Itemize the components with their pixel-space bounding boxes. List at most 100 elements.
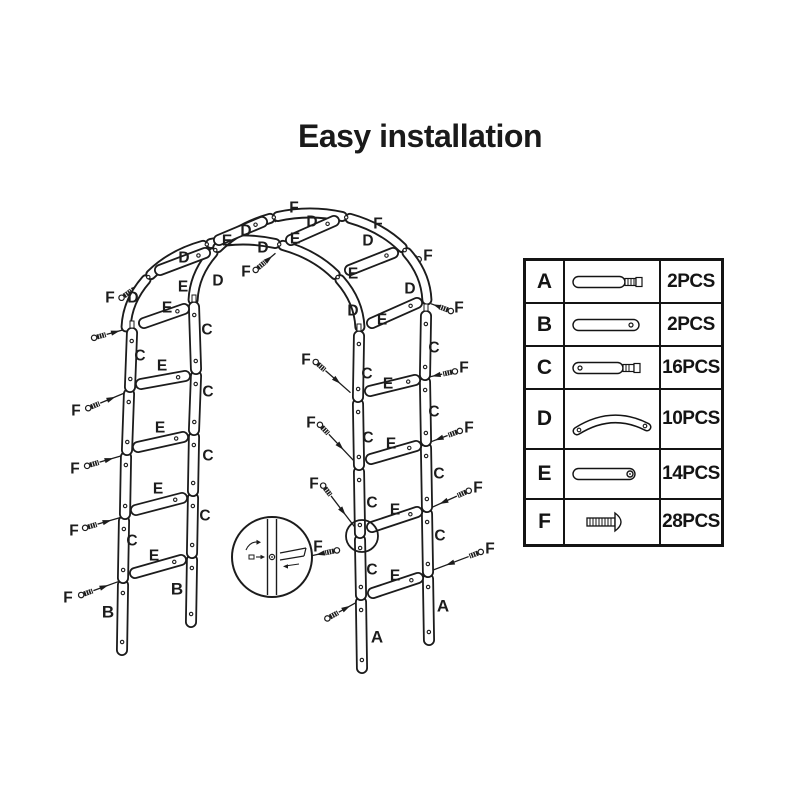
screw-icon	[98, 334, 101, 339]
screw-icon	[325, 550, 328, 555]
detail-hole	[271, 556, 273, 558]
connector-nub	[423, 303, 429, 312]
straight-tube	[189, 302, 201, 374]
part-qty-E: 14PCS	[660, 449, 722, 499]
straight-tube	[356, 597, 367, 673]
insert-direction-arrow	[110, 330, 120, 336]
insert-direction-arrow	[431, 371, 442, 378]
screw-icon	[85, 590, 88, 596]
part-label-F: F	[306, 415, 315, 432]
joint-hole	[190, 503, 196, 509]
part-label-E: E	[377, 312, 387, 329]
part-label-E: E	[390, 568, 400, 585]
screw-icon	[94, 402, 97, 408]
screw-icon	[453, 430, 456, 436]
part-letter-D: D	[525, 389, 564, 449]
curved-tube-D	[336, 276, 364, 331]
screw-icon	[96, 401, 100, 407]
joint-hole	[358, 584, 364, 590]
screw-icon	[325, 430, 330, 435]
insert-direction-arrow	[445, 559, 456, 566]
part-label-C: C	[202, 448, 213, 465]
joint-hole	[423, 430, 429, 436]
screw-icon	[451, 431, 454, 436]
part-label-D: D	[178, 250, 189, 267]
screw-icon	[474, 551, 477, 557]
part-label-E: E	[157, 358, 167, 375]
joint-hole	[355, 409, 361, 415]
screw-icon	[321, 367, 326, 371]
part-label-C: C	[202, 384, 213, 401]
part-label-C: C	[361, 366, 372, 383]
screw-icon	[126, 291, 130, 296]
part-label-C: C	[433, 466, 444, 483]
joint-hole	[121, 526, 127, 532]
joint-hole	[424, 496, 430, 502]
joint-hole	[175, 309, 180, 314]
part-label-E: E	[290, 231, 300, 248]
screw-icon	[460, 491, 463, 497]
tube-hole-icon	[564, 303, 660, 346]
tube-curved-icon	[564, 389, 660, 449]
screw-icon	[94, 522, 97, 528]
joint-hole	[119, 639, 125, 645]
screw-icon	[326, 490, 331, 494]
joint-hole	[325, 221, 330, 227]
screw-icon	[318, 363, 322, 368]
connector-nub	[356, 323, 362, 332]
part-label-D: D	[240, 223, 251, 240]
joint-hole	[426, 629, 432, 635]
part-label-C: C	[366, 562, 377, 579]
part-label-B: B	[171, 580, 183, 599]
part-letter-E: E	[525, 449, 564, 499]
insert-direction-arrow	[439, 497, 449, 504]
joint-hole	[125, 439, 130, 445]
part-label-F: F	[301, 352, 310, 369]
joint-hole	[193, 358, 198, 364]
part-label-C: C	[366, 495, 377, 512]
part-label-F: F	[70, 461, 79, 478]
joint-hole	[120, 590, 126, 596]
part-label-E: E	[390, 502, 400, 519]
joint-hole	[408, 303, 413, 309]
tube-hole-threaded-icon	[564, 346, 660, 389]
screw-icon	[316, 421, 324, 429]
screw-icon	[91, 523, 94, 528]
screw-icon	[444, 306, 447, 312]
insert-direction-arrow	[338, 506, 346, 516]
tube-threaded-icon	[564, 260, 660, 303]
part-label-E: E	[155, 420, 165, 437]
joint-hole	[384, 253, 389, 258]
part-label-E: E	[153, 481, 163, 498]
part-label-F: F	[473, 480, 482, 497]
part-label-E: E	[149, 548, 159, 565]
curved-tube-D	[346, 214, 406, 252]
part-label-E: E	[348, 266, 358, 283]
joint-hole	[408, 511, 413, 517]
insert-direction-arrow	[104, 458, 114, 464]
joint-hole	[253, 222, 258, 227]
curved-tube-D	[122, 276, 150, 331]
part-label-A: A	[371, 628, 383, 647]
joint-hole	[422, 387, 428, 393]
joint-hole	[355, 386, 361, 392]
part-label-D: D	[347, 303, 358, 320]
joint-hole	[424, 519, 430, 525]
screw-icon	[324, 615, 331, 622]
detail-screw-outline	[279, 555, 305, 561]
detail-screw-outline	[279, 547, 307, 554]
screw-icon	[96, 460, 99, 466]
joint-hole	[172, 559, 177, 565]
joint-hole	[204, 242, 210, 247]
screw-icon	[457, 492, 461, 498]
insert-direction-arrow	[335, 441, 344, 450]
screw-icon	[258, 264, 262, 269]
screw-icon	[469, 553, 473, 558]
part-label-C: C	[126, 533, 137, 550]
joint-hole	[335, 274, 340, 280]
screw-icon	[93, 461, 96, 466]
part-label-F: F	[313, 539, 322, 556]
part-label-F: F	[459, 360, 468, 377]
screw-icon	[448, 370, 451, 375]
